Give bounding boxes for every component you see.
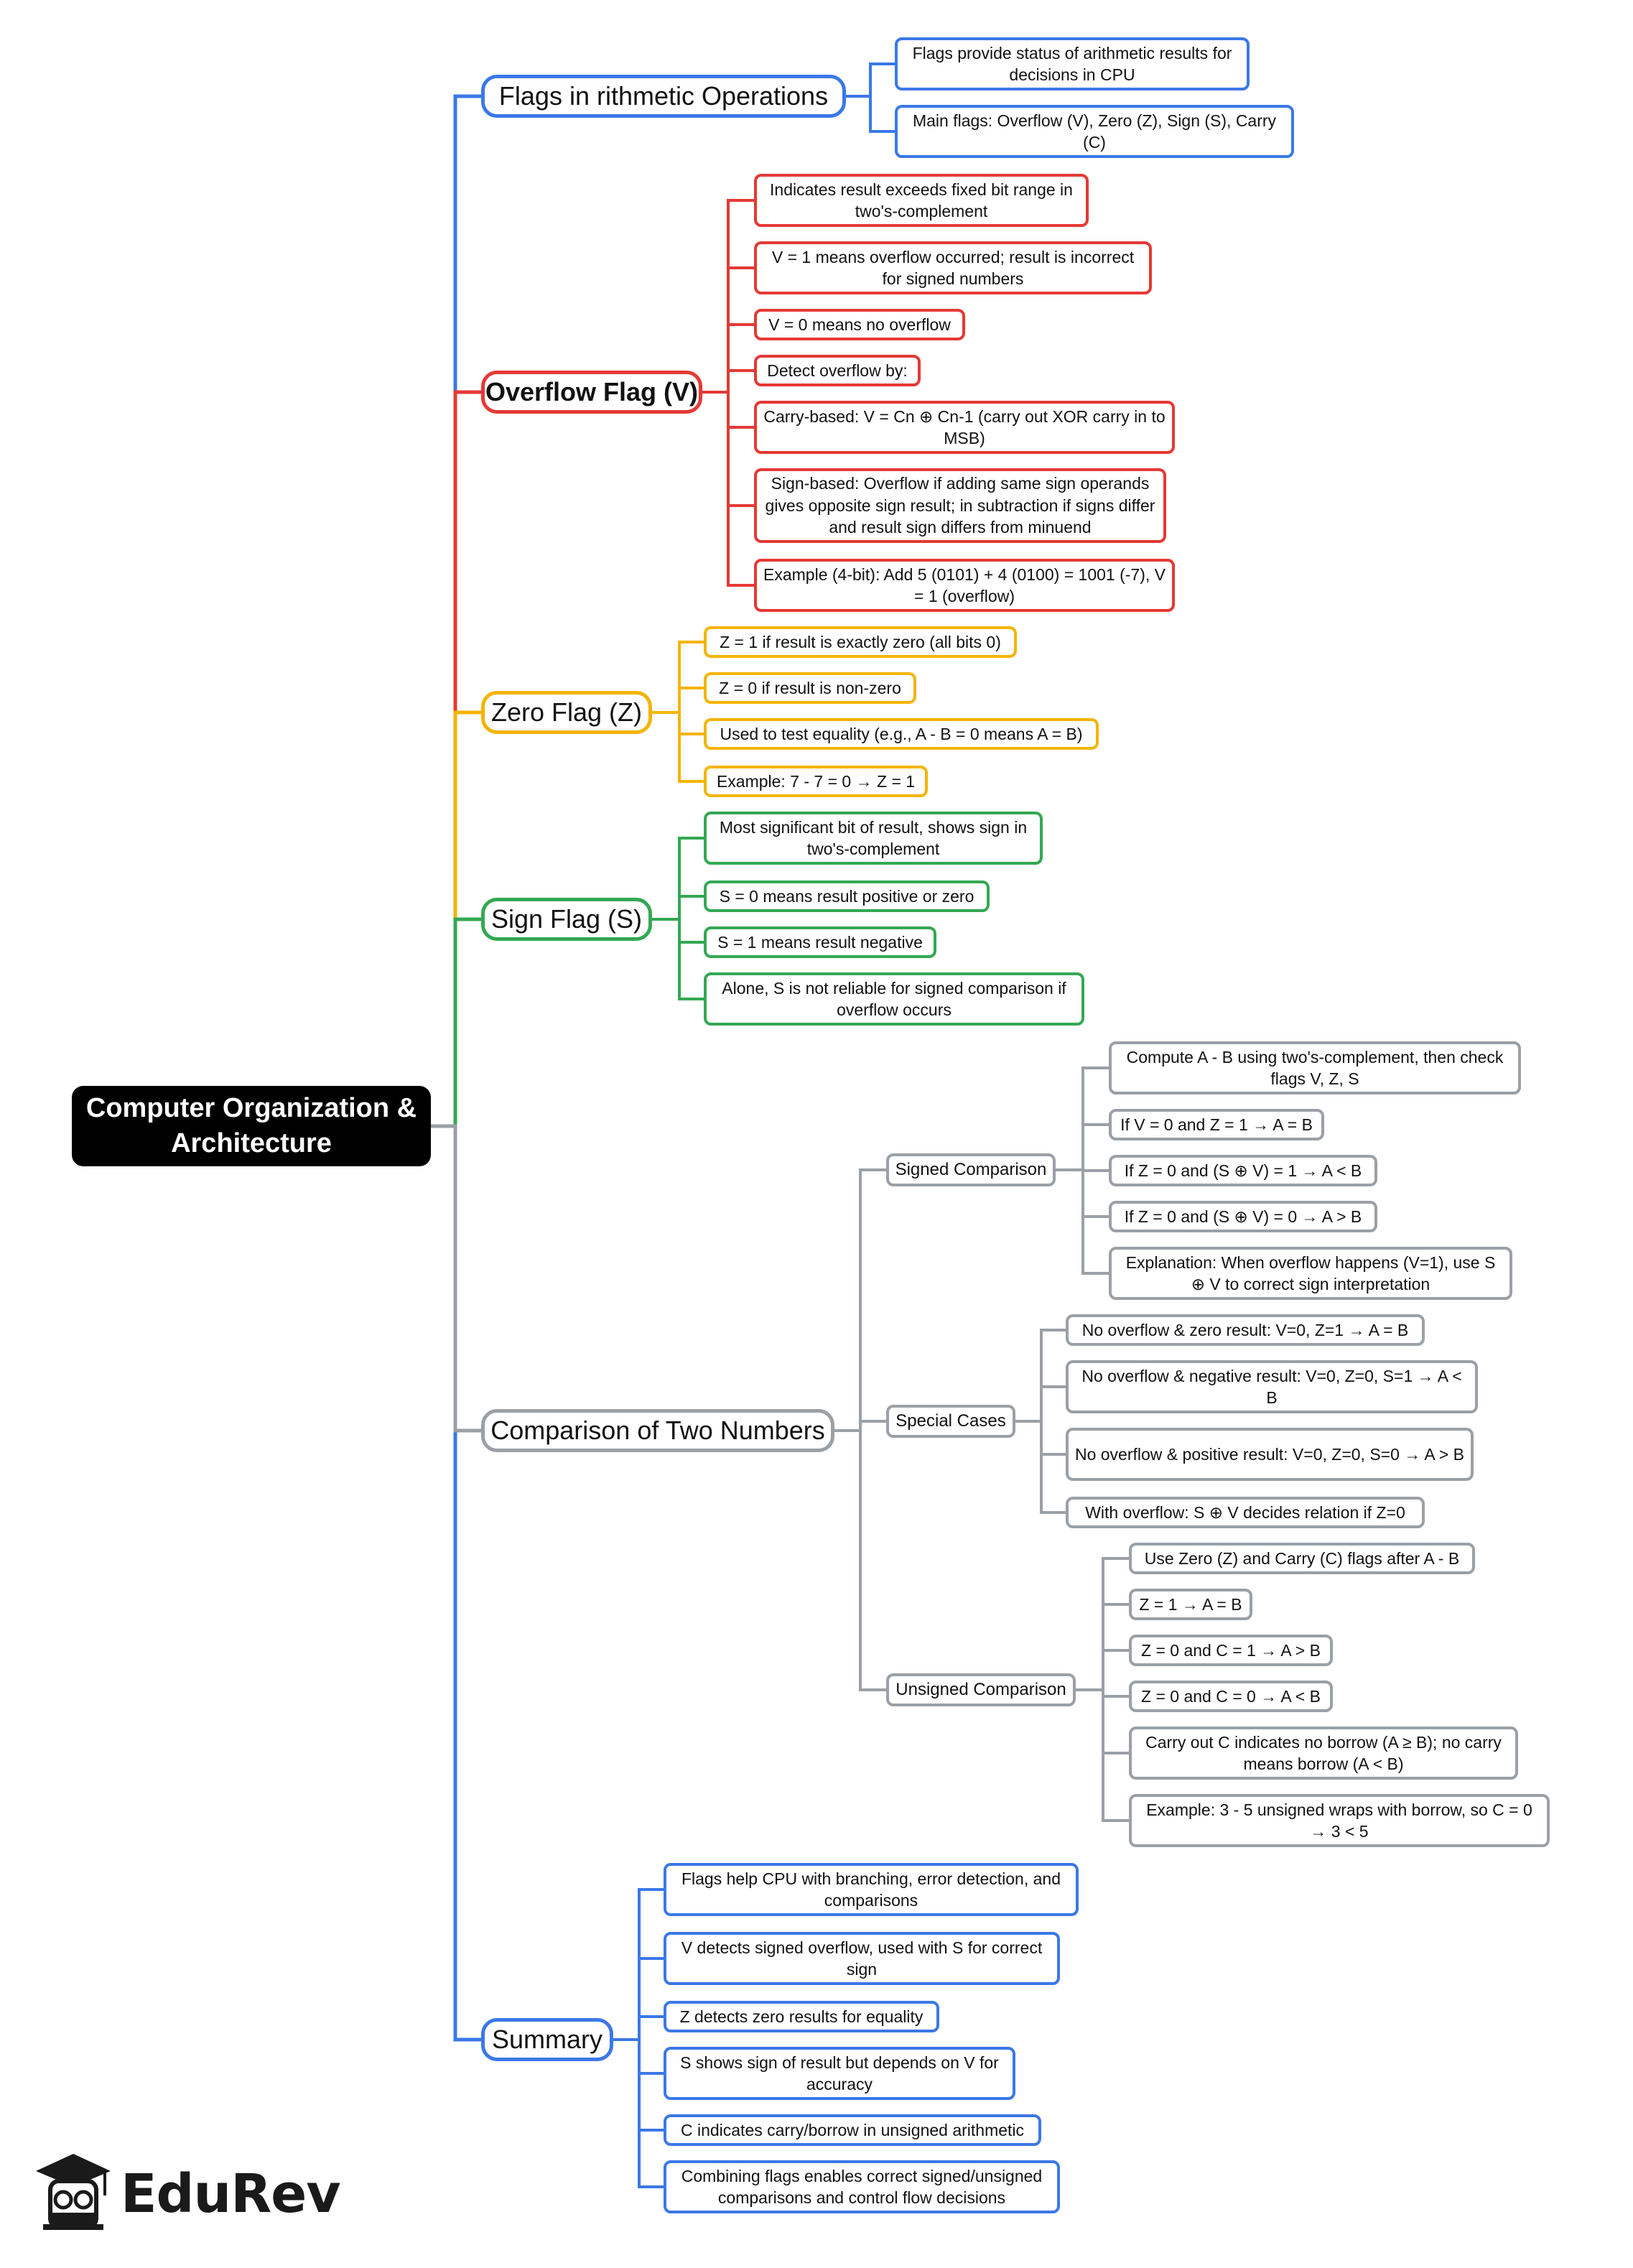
branch-label: Sign Flag (S) — [490, 904, 643, 934]
edurev-logo-icon — [36, 2154, 111, 2230]
leaf-signed-3: If Z = 0 and (S ⊕ V) = 0 → A > B — [1109, 1201, 1377, 1232]
sub-signed-comparison: Signed Comparison — [886, 1153, 1056, 1186]
branch-comparison: Comparison of Two Numbers — [481, 1409, 834, 1452]
leaf-zero-0: Z = 1 if result is exactly zero (all bit… — [704, 626, 1017, 658]
leaf-summary-0: Flags help CPU with branching, error det… — [664, 1863, 1079, 1916]
leaf-zero-3: Example: 7 - 7 = 0 → Z = 1 — [704, 766, 928, 797]
branch-sign-flag: Sign Flag (S) — [481, 898, 652, 941]
leaf-unsigned-4: Carry out C indicates no borrow (A ≥ B);… — [1129, 1726, 1518, 1780]
leaf-unsigned-2: Z = 0 and C = 1 → A > B — [1129, 1635, 1333, 1666]
sub-unsigned-comparison: Unsigned Comparison — [886, 1673, 1076, 1706]
leaf-summary-4: C indicates carry/borrow in unsigned ari… — [664, 2114, 1041, 2146]
branch-label: Comparison of Two Numbers — [490, 1416, 825, 1446]
leaf-sign-0: Most significant bit of result, shows si… — [704, 812, 1043, 865]
leaf-summary-5: Combining flags enables correct signed/u… — [664, 2160, 1060, 2213]
leaf-overflow-5: Sign-based: Overflow if adding same sign… — [754, 468, 1166, 543]
branch-label: Summary — [491, 2025, 603, 2055]
leaf-sign-1: S = 0 means result positive or zero — [704, 880, 990, 912]
leaf-signed-4: Explanation: When overflow happens (V=1)… — [1109, 1247, 1512, 1300]
leaf-sign-2: S = 1 means result negative — [704, 926, 936, 958]
leaf-unsigned-3: Z = 0 and C = 0 → A < B — [1129, 1681, 1333, 1712]
branch-label: Flags in rithmetic Operations — [498, 81, 829, 111]
leaf-special-3: With overflow: S ⊕ V decides relation if… — [1066, 1497, 1425, 1528]
leaf-overflow-1: V = 1 means overflow occurred; result is… — [754, 241, 1152, 294]
leaf-special-1: No overflow & negative result: V=0, Z=0,… — [1066, 1360, 1478, 1413]
leaf-special-2: No overflow & positive result: V=0, Z=0,… — [1066, 1428, 1474, 1481]
leaf-zero-2: Used to test equality (e.g., A - B = 0 m… — [704, 718, 1099, 750]
logo-text: EduRev — [121, 2163, 341, 2225]
leaf-sign-3: Alone, S is not reliable for signed comp… — [704, 972, 1084, 1026]
branch-label: Overflow Flag (V) — [485, 377, 699, 407]
leaf-overflow-0: Indicates result exceeds fixed bit range… — [754, 174, 1089, 227]
leaf-flags-1: Main flags: Overflow (V), Zero (Z), Sign… — [895, 105, 1294, 158]
branch-zero-flag: Zero Flag (Z) — [481, 691, 652, 734]
leaf-unsigned-5: Example: 3 - 5 unsigned wraps with borro… — [1129, 1794, 1550, 1847]
leaf-zero-1: Z = 0 if result is non-zero — [704, 672, 916, 704]
leaf-summary-1: V detects signed overflow, used with S f… — [664, 1932, 1060, 1985]
leaf-summary-2: Z detects zero results for equality — [664, 2001, 939, 2032]
leaf-overflow-4: Carry-based: V = Cn ⊕ Cn-1 (carry out XO… — [754, 401, 1175, 454]
root-node: Computer Organization & Architecture — [72, 1086, 431, 1166]
leaf-unsigned-1: Z = 1 → A = B — [1129, 1589, 1252, 1620]
branch-overflow-flag: Overflow Flag (V) — [481, 371, 702, 414]
sub-special-cases: Special Cases — [886, 1405, 1015, 1438]
branch-summary: Summary — [481, 2018, 613, 2061]
branch-label: Zero Flag (Z) — [490, 697, 643, 728]
leaf-overflow-2: V = 0 means no overflow — [754, 309, 965, 340]
leaf-signed-0: Compute A - B using two's-complement, th… — [1109, 1041, 1521, 1095]
leaf-signed-2: If Z = 0 and (S ⊕ V) = 1 → A < B — [1109, 1155, 1377, 1186]
leaf-unsigned-0: Use Zero (Z) and Carry (C) flags after A… — [1129, 1543, 1475, 1574]
branch-flags-in-arithmetic: Flags in rithmetic Operations — [481, 75, 846, 118]
leaf-overflow-6: Example (4-bit): Add 5 (0101) + 4 (0100)… — [754, 559, 1175, 612]
root-title: Computer Organization & Architecture — [85, 1092, 417, 1158]
leaf-flags-0: Flags provide status of arithmetic resul… — [895, 37, 1250, 90]
leaf-overflow-3: Detect overflow by: — [754, 355, 921, 386]
leaf-summary-3: S shows sign of result but depends on V … — [664, 2047, 1015, 2100]
leaf-special-0: No overflow & zero result: V=0, Z=1 → A … — [1066, 1314, 1425, 1346]
leaf-signed-1: If V = 0 and Z = 1 → A = B — [1109, 1109, 1324, 1140]
